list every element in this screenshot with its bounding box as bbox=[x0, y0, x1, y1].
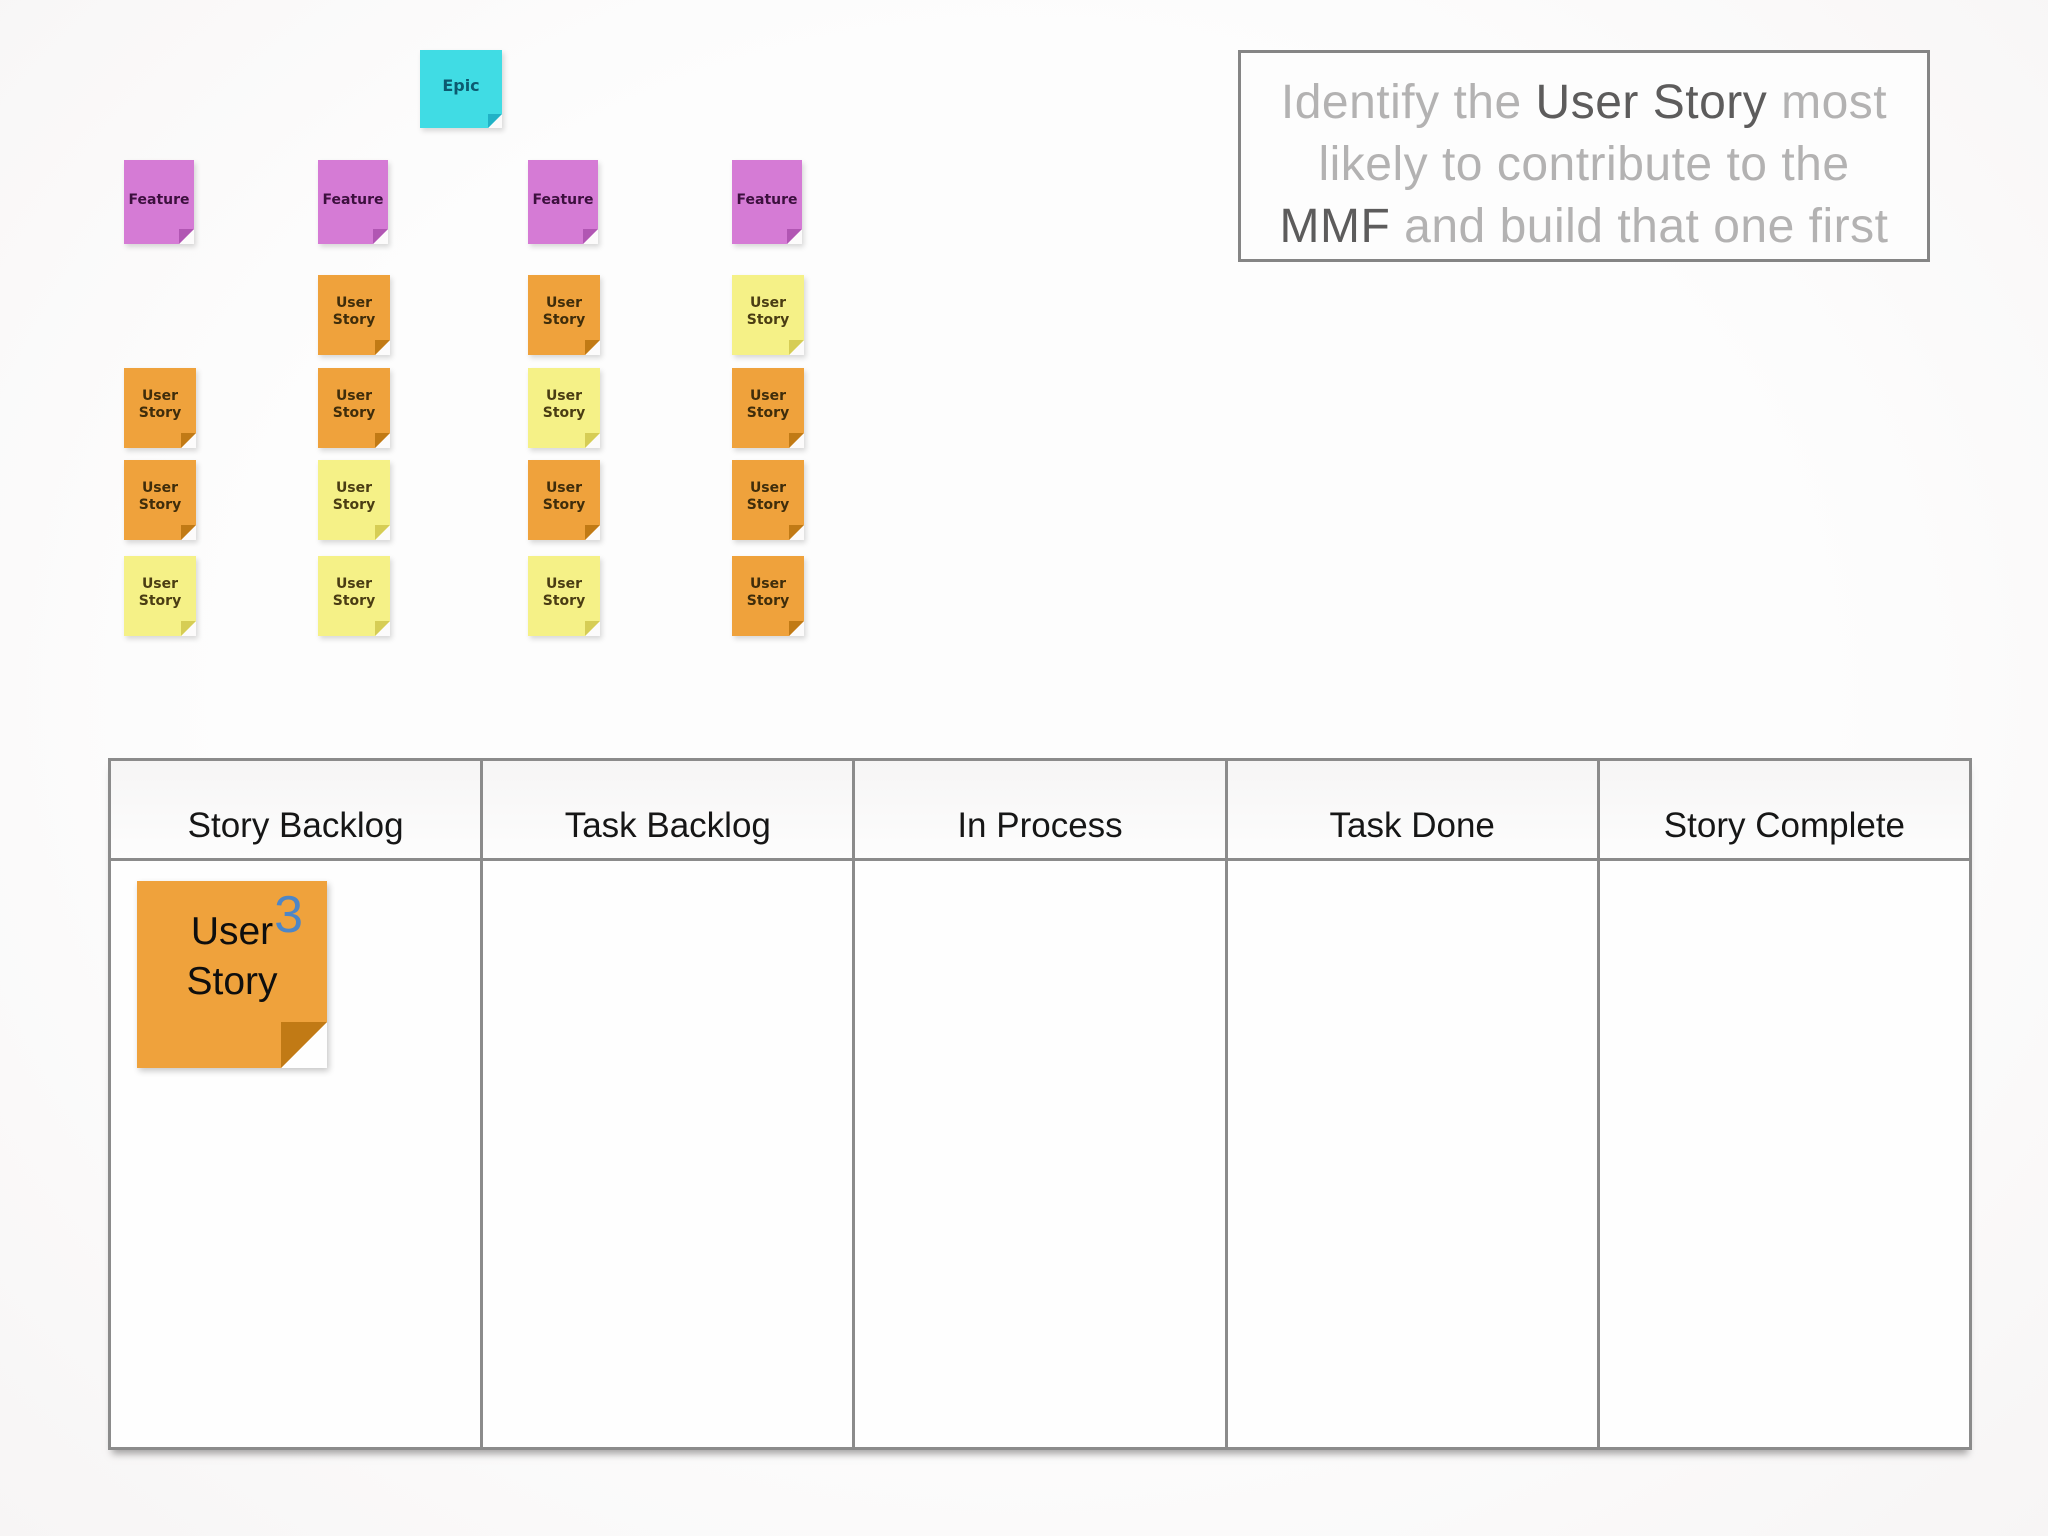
feature-note[interactable]: Feature bbox=[732, 160, 802, 244]
user-story-note[interactable]: User Story bbox=[124, 368, 196, 448]
user-story-note-label: User Story bbox=[138, 479, 182, 514]
instruction-text-segment: and build that one first bbox=[1390, 200, 1889, 253]
user-story-note[interactable]: User Story bbox=[318, 460, 390, 540]
user-story-note-label: User Story bbox=[542, 387, 586, 422]
user-story-note-label: User Story bbox=[746, 575, 790, 610]
kanban-column-header-in-process: In Process bbox=[855, 761, 1225, 861]
user-story-note-label: User Story bbox=[746, 294, 790, 329]
kanban-column-header-story-complete: Story Complete bbox=[1599, 761, 1970, 861]
user-story-note-label: User Story bbox=[542, 479, 586, 514]
epic-note-label: Epic bbox=[442, 76, 480, 96]
user-story-note[interactable]: User Story bbox=[318, 275, 390, 355]
user-story-note[interactable]: User Story bbox=[732, 556, 804, 636]
user-story-note-label: User Story bbox=[332, 479, 376, 514]
instruction-text-segment-emphasis: User Story bbox=[1535, 76, 1768, 129]
kanban-column-in-process: In Process bbox=[855, 761, 1228, 1447]
user-story-note-label: User Story bbox=[138, 575, 182, 610]
instruction-line: Identify the User Story most bbox=[1241, 72, 1927, 134]
kanban-column-body-story-complete[interactable] bbox=[1599, 861, 1970, 1447]
instruction-text-segment: most bbox=[1767, 76, 1888, 129]
kanban-column-task-done: Task Done bbox=[1227, 761, 1600, 1447]
user-story-note-label: User Story bbox=[332, 575, 376, 610]
story-backlog-note-label: User Story bbox=[186, 910, 278, 1003]
epic-note[interactable]: Epic bbox=[420, 50, 502, 128]
user-story-note[interactable]: User Story bbox=[732, 460, 804, 540]
story-backlog-note[interactable]: 3 User Story bbox=[137, 881, 327, 1068]
user-story-note-label: User Story bbox=[138, 387, 182, 422]
kanban-column-header-story-backlog: Story Backlog bbox=[111, 761, 481, 861]
user-story-note[interactable]: User Story bbox=[528, 556, 600, 636]
user-story-note[interactable]: User Story bbox=[124, 556, 196, 636]
kanban-column-story-complete: Story Complete bbox=[1599, 761, 1970, 1447]
kanban-column-header-task-backlog: Task Backlog bbox=[483, 761, 853, 861]
story-points-badge: 3 bbox=[274, 886, 303, 944]
user-story-note-label: User Story bbox=[746, 479, 790, 514]
kanban-column-body-task-done[interactable] bbox=[1227, 861, 1597, 1447]
user-story-note[interactable]: User Story bbox=[528, 368, 600, 448]
user-story-note[interactable]: User Story bbox=[124, 460, 196, 540]
kanban-column-story-backlog: Story Backlog 3 User Story bbox=[111, 761, 484, 1447]
user-story-note[interactable]: User Story bbox=[732, 368, 804, 448]
kanban-column-body-story-backlog[interactable]: 3 User Story bbox=[111, 861, 481, 1447]
instruction-line: likely to contribute to the bbox=[1241, 134, 1927, 196]
feature-note[interactable]: Feature bbox=[318, 160, 388, 244]
user-story-note-label: User Story bbox=[542, 575, 586, 610]
feature-note[interactable]: Feature bbox=[124, 160, 194, 244]
feature-note-label: Feature bbox=[736, 191, 798, 208]
user-story-note[interactable]: User Story bbox=[318, 556, 390, 636]
kanban-column-task-backlog: Task Backlog bbox=[483, 761, 856, 1447]
kanban-column-header-task-done: Task Done bbox=[1227, 761, 1597, 861]
instruction-text-segment-emphasis: MMF bbox=[1279, 200, 1391, 253]
user-story-note-label: User Story bbox=[542, 294, 586, 329]
feature-note-label: Feature bbox=[128, 191, 190, 208]
instruction-line: MMF and build that one first bbox=[1241, 196, 1927, 258]
user-story-note-label: User Story bbox=[332, 294, 376, 329]
user-story-note-label: User Story bbox=[332, 387, 376, 422]
feature-note-label: Feature bbox=[322, 191, 384, 208]
instruction-box: Identify the User Story most likely to c… bbox=[1238, 50, 1930, 262]
kanban-column-body-in-process[interactable] bbox=[855, 861, 1225, 1447]
user-story-note-label: User Story bbox=[746, 387, 790, 422]
kanban-board: Story Backlog 3 User Story Task Backlog … bbox=[108, 758, 1972, 1450]
user-story-note[interactable]: User Story bbox=[528, 275, 600, 355]
kanban-column-body-task-backlog[interactable] bbox=[483, 861, 853, 1447]
feature-note-label: Feature bbox=[532, 191, 594, 208]
user-story-note[interactable]: User Story bbox=[732, 275, 804, 355]
user-story-note[interactable]: User Story bbox=[528, 460, 600, 540]
instruction-text-segment: likely to contribute to the bbox=[1318, 138, 1850, 191]
instruction-text-segment: Identify the bbox=[1280, 76, 1536, 129]
feature-note[interactable]: Feature bbox=[528, 160, 598, 244]
user-story-note[interactable]: User Story bbox=[318, 368, 390, 448]
